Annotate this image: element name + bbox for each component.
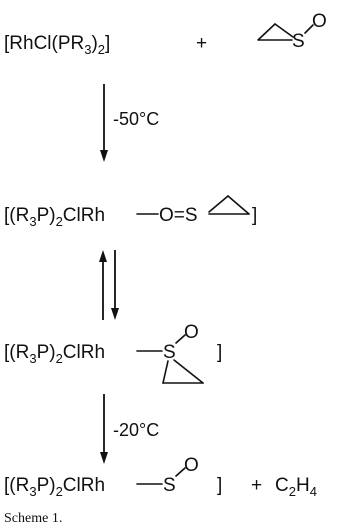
close-bracket-row3: ] bbox=[217, 342, 222, 363]
s-o-bond-1 bbox=[304, 24, 314, 34]
step-1-condition: -50°C bbox=[113, 109, 159, 129]
thiirane-oxide-ring bbox=[257, 23, 293, 41]
s-bonded-ring-complex: [(R3P)2ClRh bbox=[4, 342, 105, 366]
equilibrium-arrow-up-head bbox=[99, 250, 107, 262]
plus-sign-1: + bbox=[196, 33, 207, 54]
ring-bond-row2-a bbox=[208, 195, 229, 213]
close-bracket-row2: ] bbox=[252, 205, 257, 226]
so-complex: [(R3P)2ClRh bbox=[4, 475, 105, 499]
o-bonded-complex: [(R3P)2ClRh bbox=[4, 205, 105, 229]
plus-sign-2: + bbox=[251, 475, 262, 496]
ring-bond-row3-a bbox=[162, 360, 169, 384]
arrow-step-3-head bbox=[100, 452, 108, 464]
ring-bond-to-sulfur bbox=[274, 23, 294, 38]
step-3-condition: -20°C bbox=[113, 420, 159, 440]
o-equals-s: O=S bbox=[159, 205, 198, 226]
scheme-caption: Scheme 1. bbox=[4, 511, 62, 526]
sulfur-atom-1: S bbox=[292, 31, 305, 52]
reactant-rhodium-complex: [RhCl(PR3)2] bbox=[4, 33, 110, 57]
equilibrium-arrow-down-head bbox=[111, 308, 119, 320]
oxygen-atom-1: O bbox=[312, 11, 327, 32]
s-o-bond-row3 bbox=[175, 334, 186, 344]
ring-bond-row3-c bbox=[173, 359, 204, 384]
ring-bond-row2-b bbox=[227, 195, 250, 215]
oxygen-atom-row4: O bbox=[184, 455, 199, 476]
oxygen-atom-row3: O bbox=[184, 322, 199, 343]
close-bracket-row4: ] bbox=[217, 475, 222, 496]
arrow-step-1-head bbox=[100, 150, 108, 162]
sulfur-atom-row3: S bbox=[163, 342, 176, 363]
ethylene-product: C2H4 bbox=[275, 475, 317, 499]
sulfur-atom-row4: S bbox=[163, 475, 176, 496]
s-o-bond-row4 bbox=[175, 467, 186, 477]
